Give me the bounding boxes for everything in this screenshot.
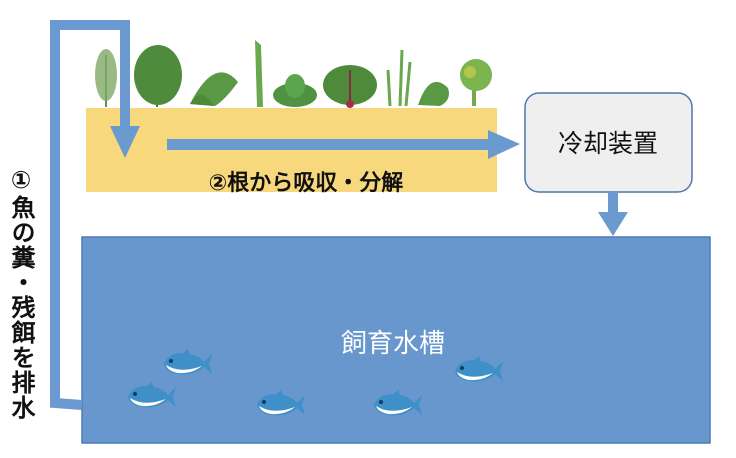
plant-parsley-icon xyxy=(134,45,182,107)
plant-spinach-icon xyxy=(273,74,317,107)
drain-pipe xyxy=(50,20,130,410)
tank-label: 飼育水槽 xyxy=(341,329,445,359)
return-arrow-shaft xyxy=(608,192,618,214)
plant-arugula-icon xyxy=(418,81,449,106)
cooling-unit-label: 冷却装置 xyxy=(558,129,658,158)
plant-beet-icon xyxy=(323,65,377,108)
plant-broccoli-icon xyxy=(460,59,492,106)
pipe-arrowhead xyxy=(110,126,140,158)
flow-arrowhead xyxy=(488,130,520,159)
step1-label: ①魚の糞・残餌を排水 xyxy=(7,166,35,420)
return-arrowhead xyxy=(598,212,628,236)
plant-lettuce-icon xyxy=(190,72,238,106)
plant-chive-icon xyxy=(386,49,412,107)
plant-onion-icon xyxy=(255,40,263,107)
flow-arrow-shaft xyxy=(167,139,491,150)
plant-dill-icon xyxy=(95,49,117,107)
plants-row xyxy=(95,40,492,108)
step2-label: ②根から吸収・分解 xyxy=(209,170,404,196)
